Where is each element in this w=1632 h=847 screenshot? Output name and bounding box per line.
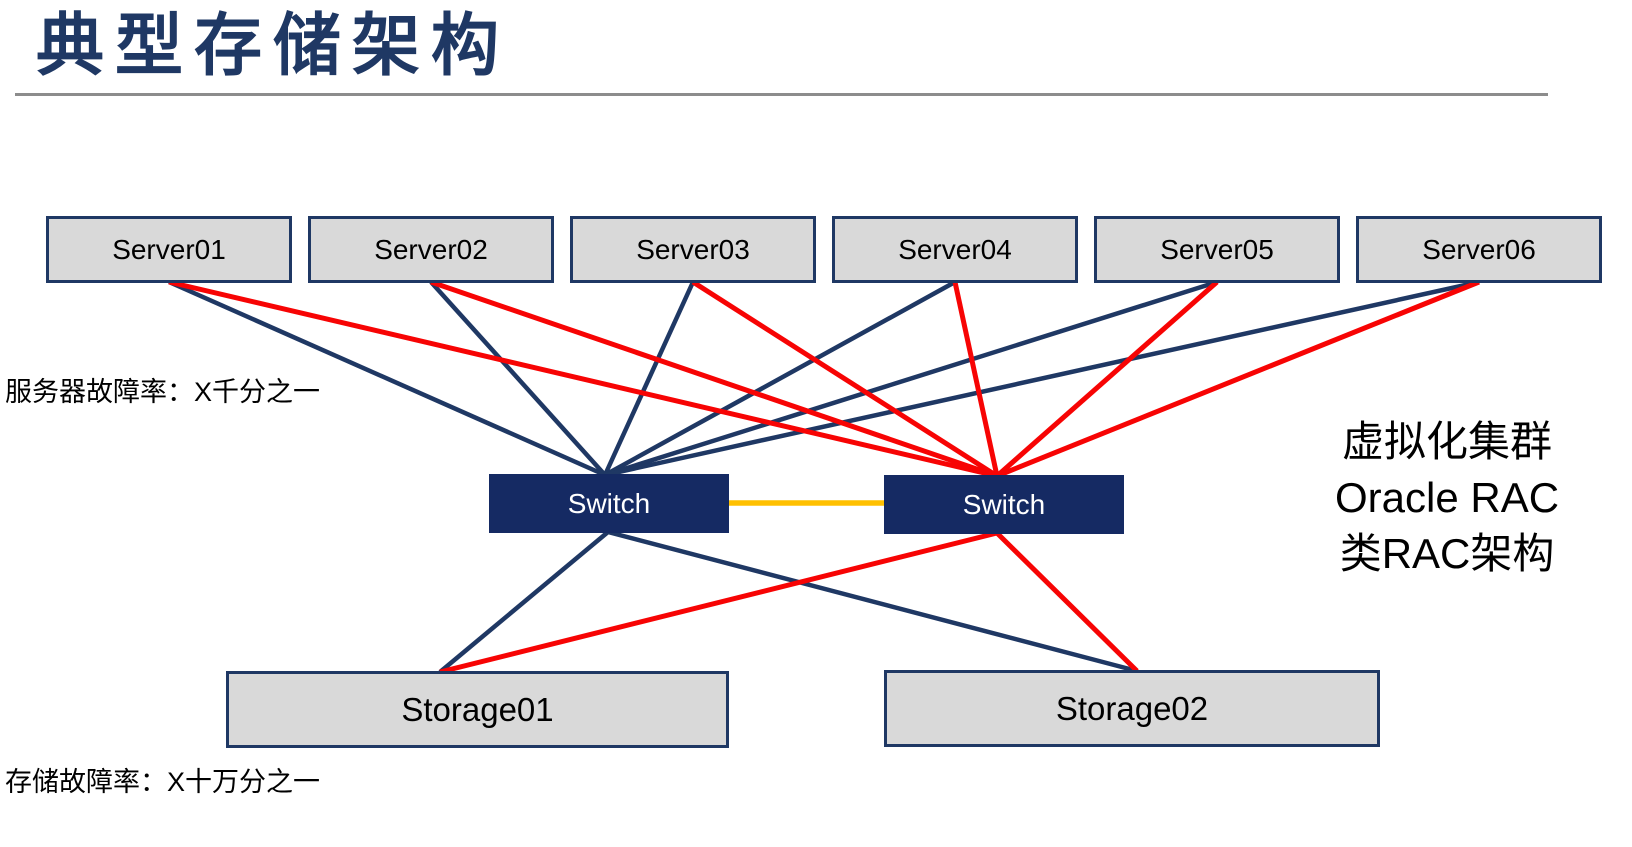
server01-label: Server01 <box>112 233 226 265</box>
node-switch-right: Switch <box>884 475 1124 534</box>
server03-label: Server03 <box>636 233 750 265</box>
annotation-line-1: 虚拟化集群 <box>1342 418 1553 465</box>
node-server05: Server05 <box>1094 216 1340 283</box>
link-server1-bottom-switch1-top <box>168 279 606 478</box>
switch-right-label: Switch <box>962 488 1046 520</box>
link-server2-bottom-switch2-top <box>430 279 998 479</box>
node-server03: Server03 <box>570 216 816 283</box>
link-server5-bottom-switch2-top <box>995 280 1219 478</box>
node-switch-left: Switch <box>489 474 729 533</box>
link-server6-bottom-switch2-top <box>996 279 1480 479</box>
server02-label: Server02 <box>374 233 488 265</box>
node-server06: Server06 <box>1356 216 1602 283</box>
link-server5-bottom-switch1-top <box>604 279 1218 478</box>
title-divider <box>15 93 1548 96</box>
server05-label: Server05 <box>1160 233 1274 265</box>
link-server1-bottom-switch2-top <box>168 279 998 479</box>
switch-left-label: Switch <box>567 487 651 519</box>
storage-failure-rate-label: 存储故障率：X十万分之一 <box>5 767 321 797</box>
node-storage02: Storage02 <box>884 670 1380 747</box>
server04-label: Server04 <box>898 233 1012 265</box>
link-switch1-bottom-storage2-top <box>607 529 1138 674</box>
link-server4-bottom-switch2-top <box>952 281 1000 477</box>
link-server6-bottom-switch1-top <box>604 279 1480 478</box>
server06-label: Server06 <box>1422 233 1536 265</box>
link-switch2-bottom-storage2-top <box>995 531 1139 673</box>
node-server01: Server01 <box>46 216 292 283</box>
storage02-label: Storage02 <box>1055 689 1209 727</box>
slide-title: 典型存储架构 <box>36 8 511 84</box>
link-server2-bottom-switch1-top <box>429 280 607 477</box>
link-switch1-bottom-storage1-top <box>438 530 610 674</box>
annotation-line-2: Oracle RAC <box>1335 474 1560 521</box>
node-server04: Server04 <box>832 216 1078 283</box>
link-server3-bottom-switch1-top <box>602 281 696 476</box>
node-storage01: Storage01 <box>226 671 729 748</box>
storage01-label: Storage01 <box>401 690 554 728</box>
server-failure-rate-label: 服务器故障率：X千分之一 <box>5 377 321 407</box>
link-server3-bottom-switch2-top <box>691 279 999 479</box>
cluster-annotation: 虚拟化集群 Oracle RAC 类RAC架构 <box>1335 414 1559 582</box>
link-server4-bottom-switch1-top <box>603 280 957 477</box>
link-switch2-bottom-storage1-top <box>439 530 998 675</box>
node-server02: Server02 <box>308 216 554 283</box>
annotation-line-3: 类RAC架构 <box>1339 530 1555 577</box>
